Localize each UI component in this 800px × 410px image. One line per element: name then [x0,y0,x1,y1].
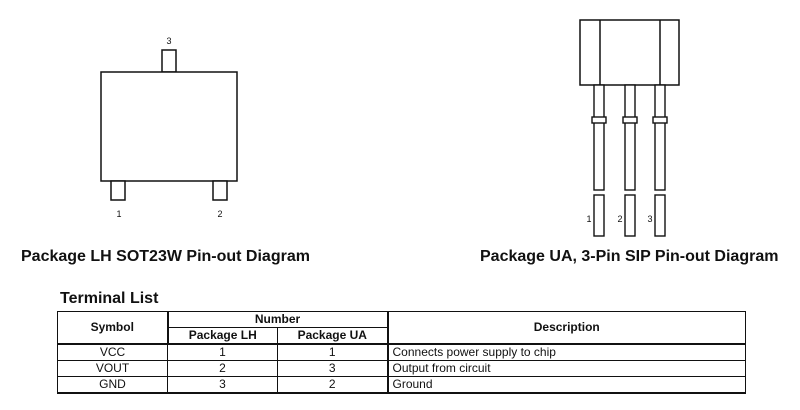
cell-package-ua: 2 [277,376,389,394]
sot23w-pin-3 [161,49,177,73]
cell-package-lh: 1 [167,343,278,361]
sot23w-pin-2-label: 2 [217,209,222,219]
table-row: VCC 1 1 Connects power supply to chip [57,343,746,361]
sip3-pin-3-label: 3 [647,214,652,224]
sip3-leads [591,84,668,237]
sip3-lead-3-lower [654,194,666,237]
sot23w-pin-1-label: 1 [116,209,121,219]
sip3-lead-1-upper [593,84,605,191]
cell-package-lh: 2 [167,360,278,377]
sip3-body [579,19,680,86]
sip3-pin-1-label: 1 [586,214,591,224]
header-number: Number [167,311,389,328]
cell-package-ua: 3 [277,360,389,377]
cell-package-lh: 3 [167,376,278,394]
sot23w-body [100,71,238,182]
cell-description: Connects power supply to chip [387,343,746,361]
table-header-row: Symbol Number Description [57,311,746,345]
table-subheader-row: Package LH Package UA [58,327,746,345]
header-package-ua: Package UA [277,327,389,345]
terminal-list-title: Terminal List [60,290,159,307]
sip3-pin-2-label: 2 [617,214,622,224]
cell-description: Ground [387,376,746,394]
cell-symbol: VOUT [57,360,168,377]
sip3-lead-2-upper [624,84,636,191]
header-symbol: Symbol [57,311,169,345]
cell-symbol: VCC [57,343,168,361]
sip3-caption: Package UA, 3-Pin SIP Pin-out Diagram [480,248,779,265]
cell-package-ua: 1 [277,343,389,361]
sip3-lead-2-lower [624,194,636,237]
header-package-lh: Package LH [167,327,278,345]
cell-description: Output from circuit [387,360,746,377]
sot23w-caption: Package LH SOT23W Pin-out Diagram [21,248,310,265]
sot23w-package [100,49,238,201]
sot23w-pin-2 [212,180,228,201]
sip3-lead-1-lower [593,194,605,237]
header-description: Description [386,311,746,345]
pinout-diagrams: 3 1 2 1 2 3 [100,19,680,237]
sot23w-pin-3-label: 3 [166,36,171,46]
cell-symbol: GND [57,376,168,394]
sip3-lead-3-upper [654,84,666,191]
table-row: GND 3 2 Ground [57,376,746,394]
terminal-list-table: Symbol Number Description Package LH Pac… [57,311,746,394]
sip3-package [579,19,680,86]
sot23w-pin-1 [110,180,126,201]
table-row: VOUT 2 3 Output from circuit [57,360,746,377]
